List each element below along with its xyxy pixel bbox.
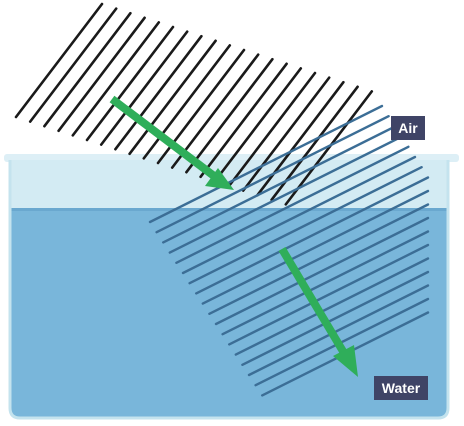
water-label: Water [374, 376, 428, 400]
wavefront-water-line [181, 155, 417, 275]
wavefront-water-line [221, 230, 430, 336]
tank-wall [8, 160, 450, 420]
wavefront-water-line [161, 125, 397, 244]
wavefront-water-line [175, 145, 410, 264]
wavefront-air-line [241, 76, 331, 192]
wavefront-air-line [57, 16, 146, 133]
wavefront-water-line [168, 135, 403, 254]
wavefront-water-line [247, 284, 430, 377]
wavefront-air-line [170, 53, 260, 169]
wavefront-air-line [256, 80, 345, 197]
wavefront-water-line [227, 243, 430, 346]
wavefront-air-line [99, 30, 189, 146]
wavefront-air-line [142, 44, 232, 160]
air-label: Air [391, 116, 425, 140]
wavefront-water-line [148, 104, 384, 224]
wavefront-air-line [199, 62, 288, 179]
wavefront-water-line [241, 270, 430, 366]
wavefront-air-line [71, 21, 161, 137]
wavefronts-in-water [148, 104, 430, 397]
refracted-ray-arrow [278, 246, 358, 377]
wavefront-water-line [214, 216, 430, 326]
incident-ray-arrow [109, 95, 234, 190]
wavefront-water-line [234, 257, 430, 356]
wavefront-water-line [201, 189, 430, 305]
wavefront-air-line [14, 2, 104, 119]
wavefront-air-line [114, 34, 203, 151]
wavefront-air-line [85, 25, 175, 142]
wavefront-air-line [227, 71, 317, 188]
wavefront-air-line [213, 67, 303, 183]
wavefront-water-line [208, 203, 430, 315]
wavefront-air-line [185, 57, 274, 174]
wavefront-water-line [194, 176, 430, 295]
wavefront-air-line [43, 11, 132, 128]
wavefront-water-line [155, 114, 390, 234]
wavefront-air-line [284, 90, 374, 206]
wavefronts-in-air [14, 2, 374, 206]
wavefront-air-line [28, 7, 118, 123]
wavefront-water-line [188, 165, 423, 285]
wavefront-air-line [128, 39, 217, 156]
